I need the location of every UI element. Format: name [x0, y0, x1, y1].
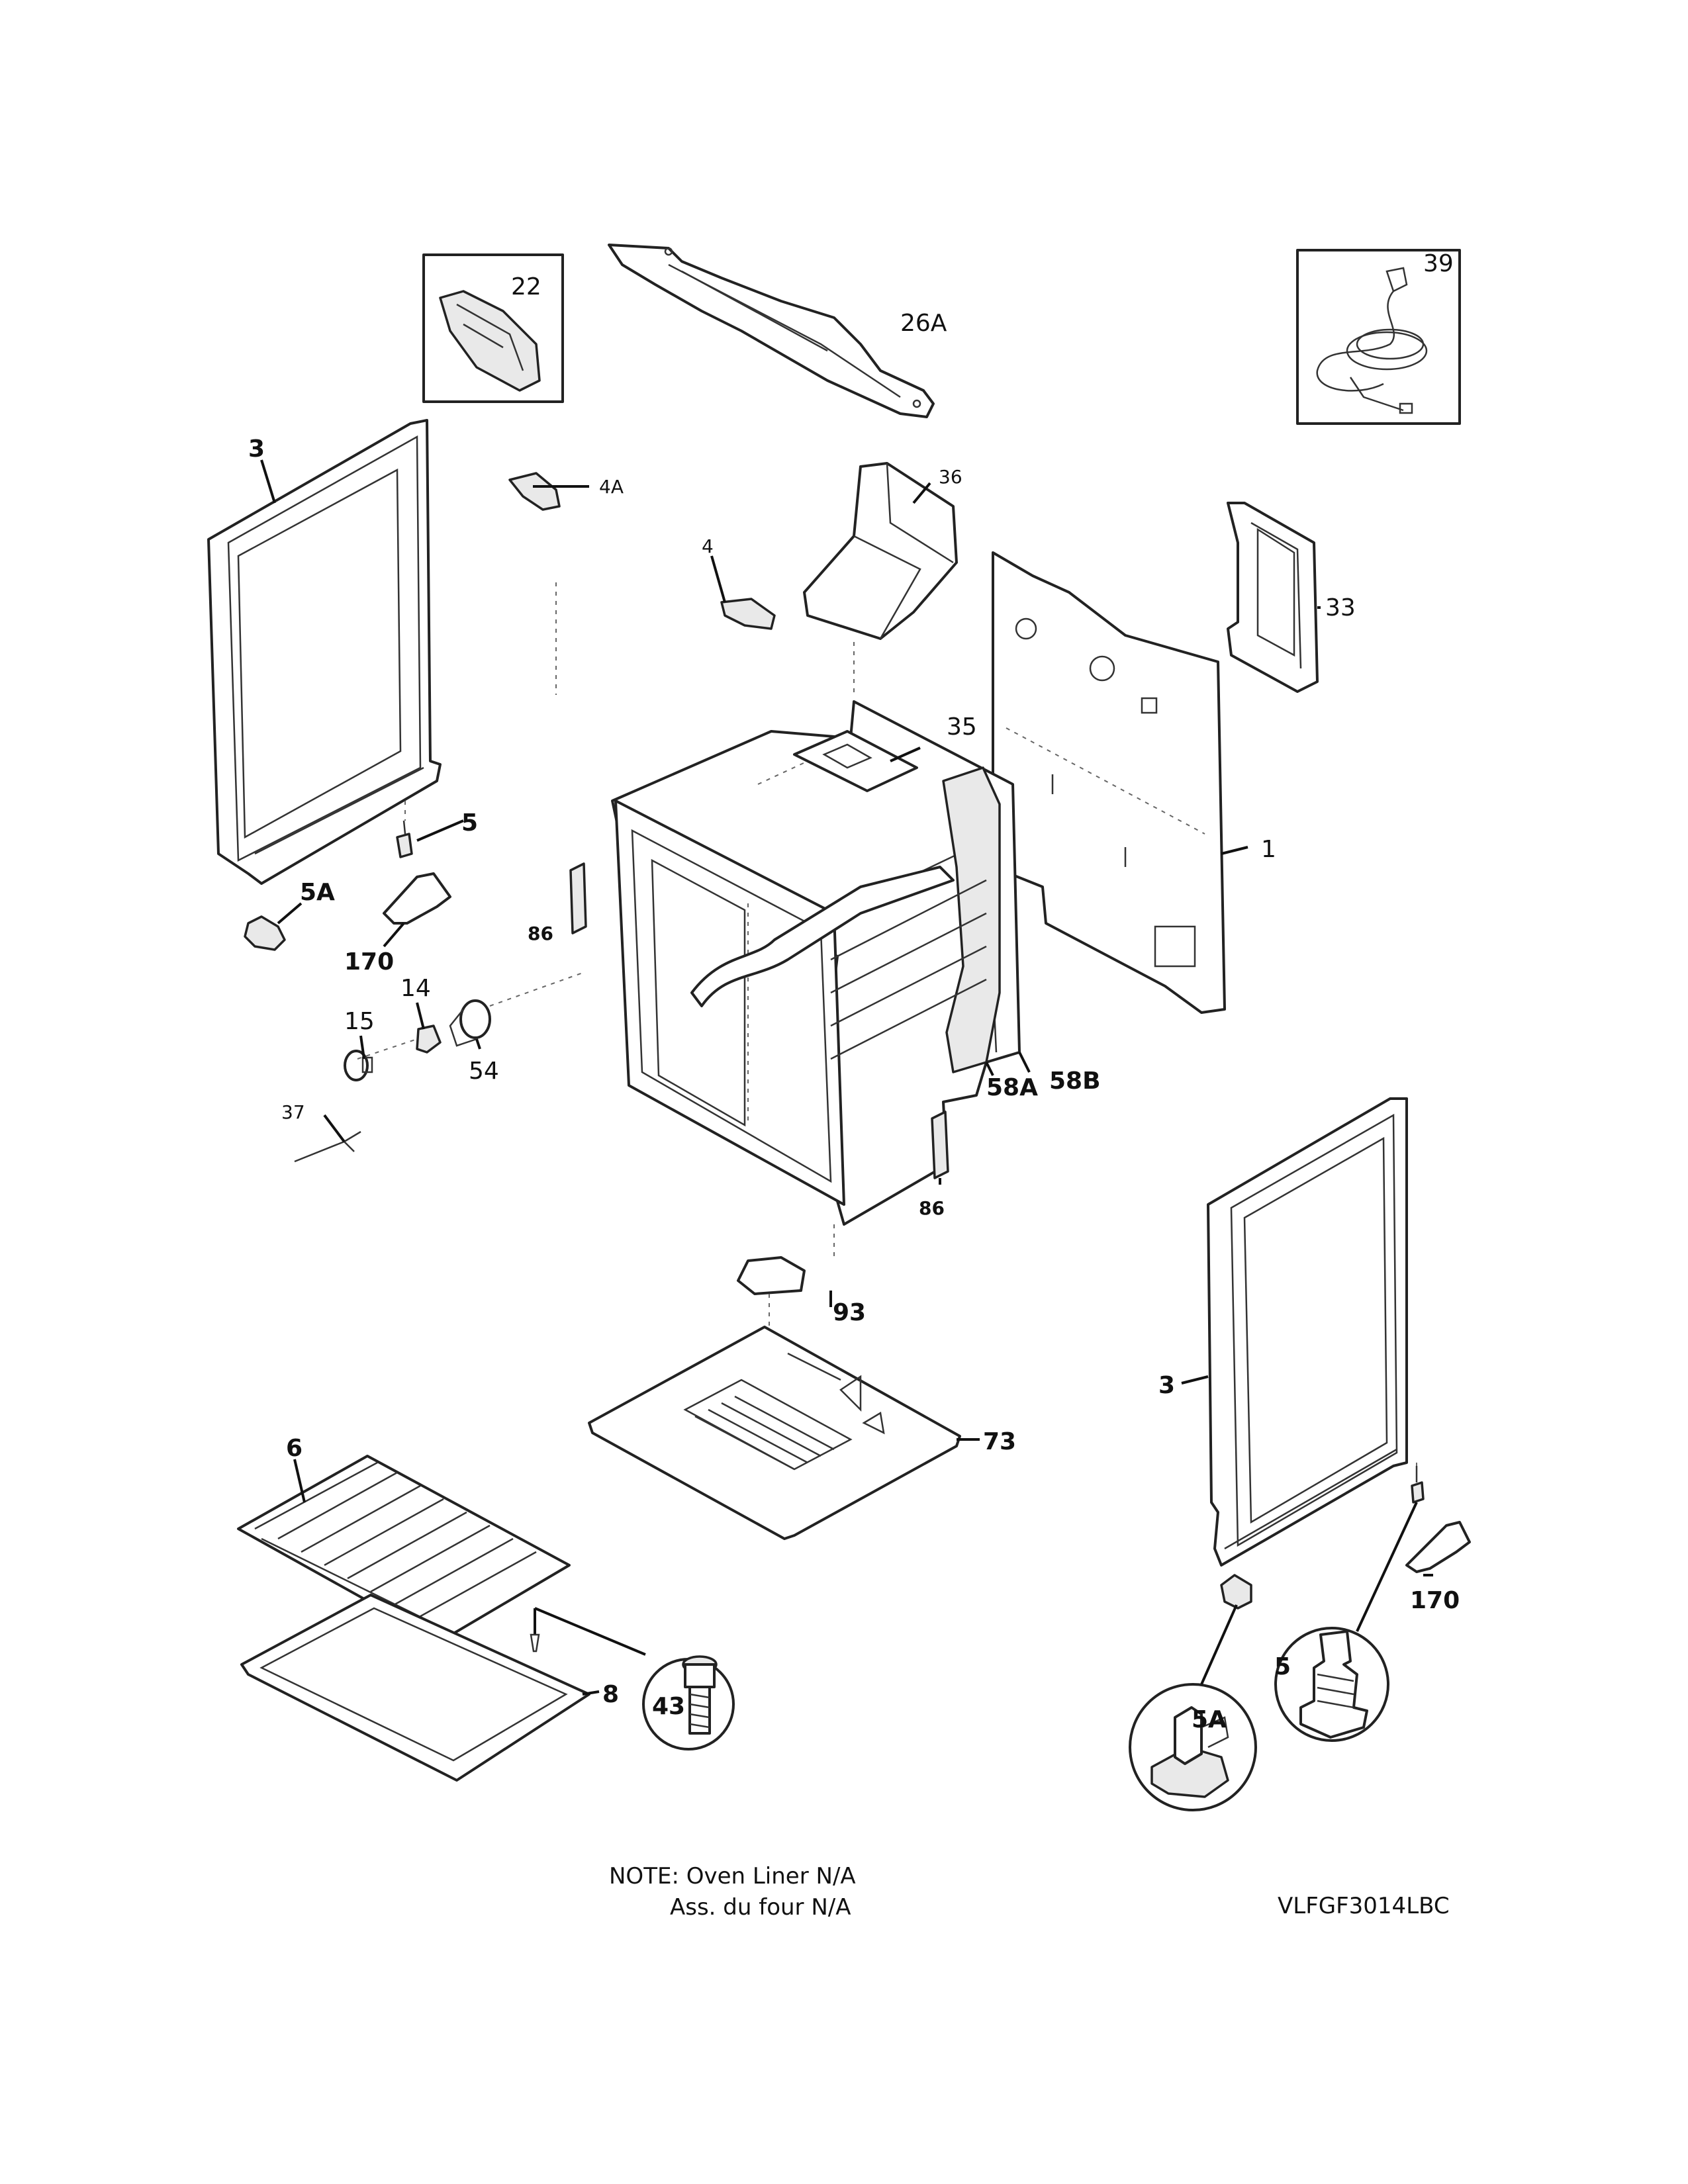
callout-86-right: 86 [919, 1197, 945, 1219]
part-8-broiler-pan [240, 1594, 600, 1782]
callout-15: 15 [344, 1008, 375, 1035]
callout-170-left: 170 [344, 948, 394, 976]
callout-35: 35 [947, 713, 977, 741]
part-43-screw-detail [530, 1607, 735, 1751]
callout-1: 1 [1261, 836, 1276, 863]
callout-3-right: 3 [1158, 1372, 1175, 1399]
callout-58B: 58B [1049, 1068, 1101, 1095]
part-26A-top-bracket [608, 244, 935, 418]
callout-26A: 26A [900, 310, 947, 337]
callout-58A: 58A [986, 1074, 1038, 1101]
callout-170-right: 170 [1410, 1587, 1460, 1614]
oven-body [611, 700, 1021, 1226]
part-3-left-side-panel [207, 419, 442, 885]
note-line-2: Ass. du four N/A [670, 1894, 851, 1921]
part-1-back-panel [992, 551, 1226, 1014]
callout-labels: 22 26A 39 3 4A 36 4 33 35 1 5 5A 86 170 … [248, 250, 1460, 1733]
alignment-lines [357, 582, 1417, 1466]
callout-14: 14 [400, 975, 431, 1002]
callout-3-left: 3 [248, 435, 265, 463]
part-5-left-leveler [396, 820, 413, 858]
callout-43: 43 [652, 1693, 685, 1720]
part-54-lens [449, 999, 491, 1047]
leader-lines [260, 459, 1433, 1576]
callout-5-left: 5 [461, 809, 478, 837]
part-37-sensor [294, 1130, 361, 1163]
part-170-left-bracket [383, 872, 451, 925]
inset-box-part-39 [1296, 249, 1461, 425]
callout-37: 37 [281, 1101, 305, 1123]
callout-54: 54 [469, 1058, 499, 1085]
part-73-oven-bottom [588, 1326, 961, 1540]
callout-5A-left: 5A [300, 879, 335, 906]
callout-86-left: 86 [528, 923, 553, 944]
part-5A-right-bracket [1129, 1574, 1257, 1811]
part-33-cover [1227, 502, 1319, 693]
callout-8: 8 [602, 1681, 619, 1708]
part-15-bulb [344, 1050, 373, 1081]
callout-4: 4 [702, 535, 714, 557]
callout-93: 93 [833, 1299, 866, 1326]
part-86-left-hinge [569, 862, 587, 934]
part-5A-left-bracket [244, 915, 286, 951]
callout-4A: 4A [599, 476, 624, 498]
part-36-duct [803, 462, 958, 640]
callout-36: 36 [939, 466, 962, 488]
part-14-socket [416, 1024, 442, 1054]
inset-box-part-22 [422, 253, 564, 403]
model-number: VLFGF3014LBC [1278, 1893, 1450, 1919]
callout-22: 22 [511, 273, 541, 300]
part-6-oven-rack [237, 1455, 571, 1643]
part-4A-clip [508, 472, 561, 511]
callout-5-right: 5 [1274, 1653, 1291, 1680]
part-86-right-hinge [931, 1111, 949, 1179]
part-4-clip [720, 598, 776, 630]
callout-33: 33 [1325, 594, 1356, 621]
callout-5A-right: 5A [1192, 1706, 1227, 1733]
callout-6: 6 [286, 1435, 303, 1462]
part-35-plate [793, 730, 918, 792]
part-3-right-side-panel [1207, 1097, 1408, 1567]
part-5-right-leveler [1274, 1466, 1425, 1742]
part-93-block [737, 1256, 806, 1337]
callout-39: 39 [1423, 250, 1454, 277]
part-170-right-bracket [1405, 1521, 1471, 1573]
callout-73: 73 [983, 1428, 1016, 1455]
note-line-1: NOTE: Oven Liner N/A [609, 1863, 856, 1889]
